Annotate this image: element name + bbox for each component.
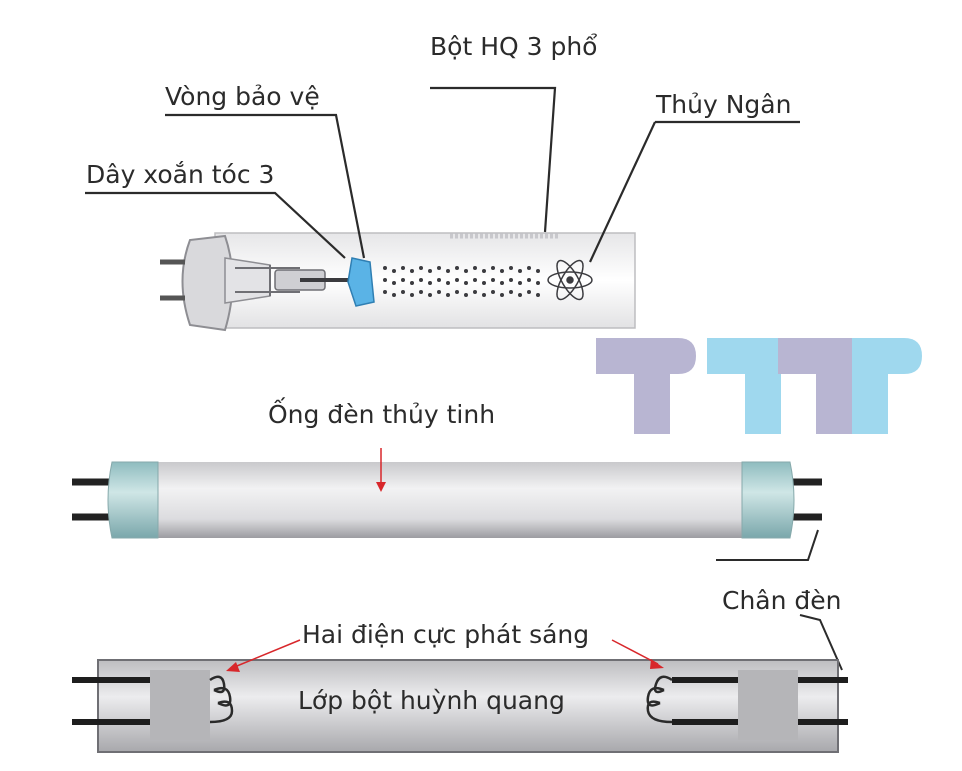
electron-dot [482, 293, 486, 297]
electron-dot-grid [383, 266, 540, 297]
electron-dot [419, 290, 423, 294]
logo-letter-t [596, 338, 696, 434]
section-tube-body [97, 659, 839, 753]
leader-phosphor [430, 86, 557, 233]
electron-dot [455, 266, 459, 270]
electron-dot [401, 278, 405, 282]
electron-dot [464, 281, 468, 285]
top-leader-lines [85, 86, 800, 263]
electron-dot [446, 293, 450, 297]
electron-dot [428, 293, 432, 297]
electron-dot [401, 290, 405, 294]
electron-dot [482, 269, 486, 273]
electron-dot [392, 281, 396, 285]
electron-dot [509, 290, 513, 294]
electron-dot [419, 278, 423, 282]
cutaway-end-cap [181, 234, 234, 332]
electron-dot [500, 281, 504, 285]
leader-filament [85, 191, 346, 259]
glass-stem [224, 257, 271, 304]
left-electrode-coil [209, 675, 234, 724]
cutaway-lamp [160, 232, 636, 332]
electron-dot [455, 278, 459, 282]
electron-dot [419, 266, 423, 270]
electron-dot [473, 266, 477, 270]
electron-dot [401, 266, 405, 270]
electron-dot [518, 269, 522, 273]
electron-dot [518, 281, 522, 285]
lamp-pins-leader [716, 529, 843, 671]
right-cap-block [738, 670, 798, 740]
left-cap-block [150, 670, 210, 740]
electron-dot [455, 290, 459, 294]
glass-tube-lamp [72, 448, 822, 539]
electron-dot [383, 278, 387, 282]
right-end-cap [741, 461, 795, 539]
electron-dot [437, 278, 441, 282]
electron-dot [509, 278, 513, 282]
tttt-logo [596, 338, 922, 434]
electron-dot [410, 293, 414, 297]
mercury-atom-icon [547, 259, 593, 301]
leader-guard-ring [165, 113, 366, 259]
electrode-pointer-right [611, 639, 659, 665]
guard-ring-shape [347, 257, 375, 307]
electrode-pointer-left [231, 639, 301, 669]
label-electrodes: Hai điện cực phát sáng [302, 620, 590, 649]
electron-dot [482, 281, 486, 285]
electron-dot [473, 278, 477, 282]
electron-dot [491, 266, 495, 270]
lead-wires [235, 265, 300, 296]
electron-dot [392, 269, 396, 273]
electron-dot [446, 269, 450, 273]
electron-dot [518, 293, 522, 297]
electron-dot [437, 290, 441, 294]
right-electrode-coil [646, 675, 673, 724]
electron-dot [446, 281, 450, 285]
label-phosphor-layer: Lớp bột huỳnh quang [298, 686, 565, 715]
glass-tube-arrowhead [376, 482, 386, 492]
electron-dot [500, 293, 504, 297]
electron-dot [500, 269, 504, 273]
electron-dot [464, 293, 468, 297]
electron-dot [491, 290, 495, 294]
electrode-arrowhead-left [226, 662, 240, 672]
label-guard-ring: Vòng bảo vệ [165, 82, 320, 111]
label-filament: Dây xoắn tóc 3 [86, 160, 275, 189]
electron-dot [392, 293, 396, 297]
glass-tube-body [148, 462, 752, 538]
electron-dot [383, 266, 387, 270]
electrode-arrowhead-right [650, 659, 664, 669]
electron-dot [410, 269, 414, 273]
electron-dot [527, 290, 531, 294]
label-mercury: Thủy Ngân [656, 90, 792, 119]
electron-dot [509, 266, 513, 270]
electron-dot [437, 266, 441, 270]
electron-dot [428, 269, 432, 273]
label-phosphor: Bột HQ 3 phổ [430, 32, 598, 61]
electron-dot [536, 269, 540, 273]
electron-dot [527, 266, 531, 270]
electron-dot [383, 290, 387, 294]
label-glass-tube: Ống đèn thủy tinh [268, 400, 496, 429]
logo-letter-t [852, 338, 922, 434]
label-lamp-pins: Chân đèn [722, 586, 842, 615]
electron-dot [536, 293, 540, 297]
electron-dot [464, 269, 468, 273]
electron-dot [410, 281, 414, 285]
section-lamp [72, 639, 848, 753]
left-end-cap [107, 461, 159, 539]
electron-dot [473, 290, 477, 294]
electron-dot [536, 281, 540, 285]
electron-dot [527, 278, 531, 282]
leader-mercury [589, 120, 800, 263]
electron-dot [491, 278, 495, 282]
electron-dot [428, 281, 432, 285]
